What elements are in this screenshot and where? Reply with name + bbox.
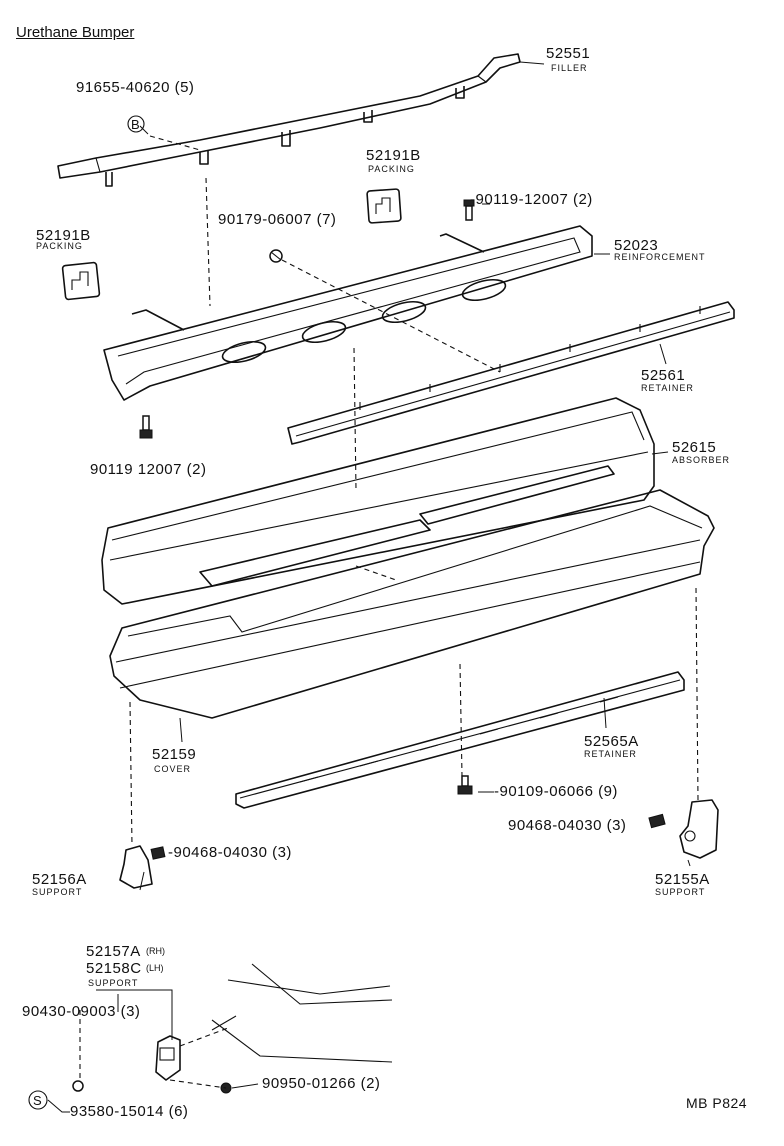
bolt-lower-part [457, 775, 473, 795]
packing-left-number: 52191B [36, 227, 91, 244]
support-side-rh-number: 52157A [86, 943, 141, 960]
screw-b-number: 91655-40620 (5) [76, 79, 195, 96]
retainer-upper-name: RETAINER [641, 383, 694, 393]
packing-right-name: PACKING [368, 164, 415, 174]
ref-circle-b [127, 115, 145, 133]
support-left-name: SUPPORT [32, 887, 83, 897]
ref-circle-s [28, 1090, 48, 1110]
cover-name: COVER [154, 764, 192, 774]
reinforcement-number: 52023 [614, 237, 659, 254]
clip-left-number: -90468-04030 (3) [168, 844, 292, 861]
side-support-detail [72, 963, 393, 1094]
leader-lines [47, 61, 691, 1113]
cover-number: 52159 [152, 746, 197, 763]
bolt-left-number: 90119 12007 (2) [90, 461, 207, 478]
bolt-lower-number: -90109-06066 (9) [494, 783, 618, 800]
screw-s-ref: S [33, 1093, 42, 1108]
filler-number: 52551 [546, 45, 591, 62]
absorber-name: ABSORBER [672, 455, 731, 465]
support-side-name: SUPPORT [88, 978, 139, 988]
page-title: Urethane Bumper [16, 24, 135, 41]
support-side-lh-number: 52158C [86, 960, 142, 977]
bolt-top-number: -90119-12007 (2) [470, 191, 593, 208]
support-left-number: 52156A [32, 871, 87, 888]
support-right-name: SUPPORT [655, 887, 706, 897]
bolt-top-part [463, 199, 475, 221]
support-side-rh-suffix: (RH) [146, 946, 165, 956]
absorber-part [101, 397, 655, 605]
screw-b-ref: B [131, 117, 140, 132]
reinforcement-part [103, 225, 593, 401]
screw-s-number: 93580-15014 (6) [70, 1103, 189, 1120]
retainer-lower-number: 52565A [584, 733, 639, 750]
filler-name: FILLER [551, 63, 588, 73]
support-left-part [119, 845, 166, 889]
cover-part [109, 489, 715, 719]
support-side-lh-suffix: (LH) [146, 963, 164, 973]
filler-part [57, 53, 521, 187]
reinforcement-name: REINFORCEMENT [614, 252, 706, 262]
retainer-lower-name: RETAINER [584, 749, 637, 759]
bolt-left-part [139, 415, 153, 439]
packing-right-number: 52191B [366, 147, 421, 164]
support-right-part [648, 799, 719, 859]
packing-left-name: PACKING [36, 241, 83, 251]
nut-top-number: 90179-06007 (7) [218, 211, 337, 228]
nut-side-number: 90430-09003 (3) [22, 1003, 141, 1020]
assembly-lines [79, 135, 699, 1089]
retainer-lower-part [235, 671, 685, 809]
screw-side-number: 90950-01266 (2) [262, 1075, 381, 1092]
footer-code: MB P824 [686, 1095, 748, 1111]
retainer-upper-part [287, 301, 735, 445]
support-right-number: 52155A [655, 871, 710, 888]
retainer-upper-number: 52561 [641, 367, 686, 384]
packing-right-part [366, 188, 402, 224]
packing-left-part [61, 261, 101, 301]
absorber-number: 52615 [672, 439, 717, 456]
nut-top-part [269, 249, 283, 263]
clip-right-number: 90468-04030 (3) [508, 817, 627, 834]
